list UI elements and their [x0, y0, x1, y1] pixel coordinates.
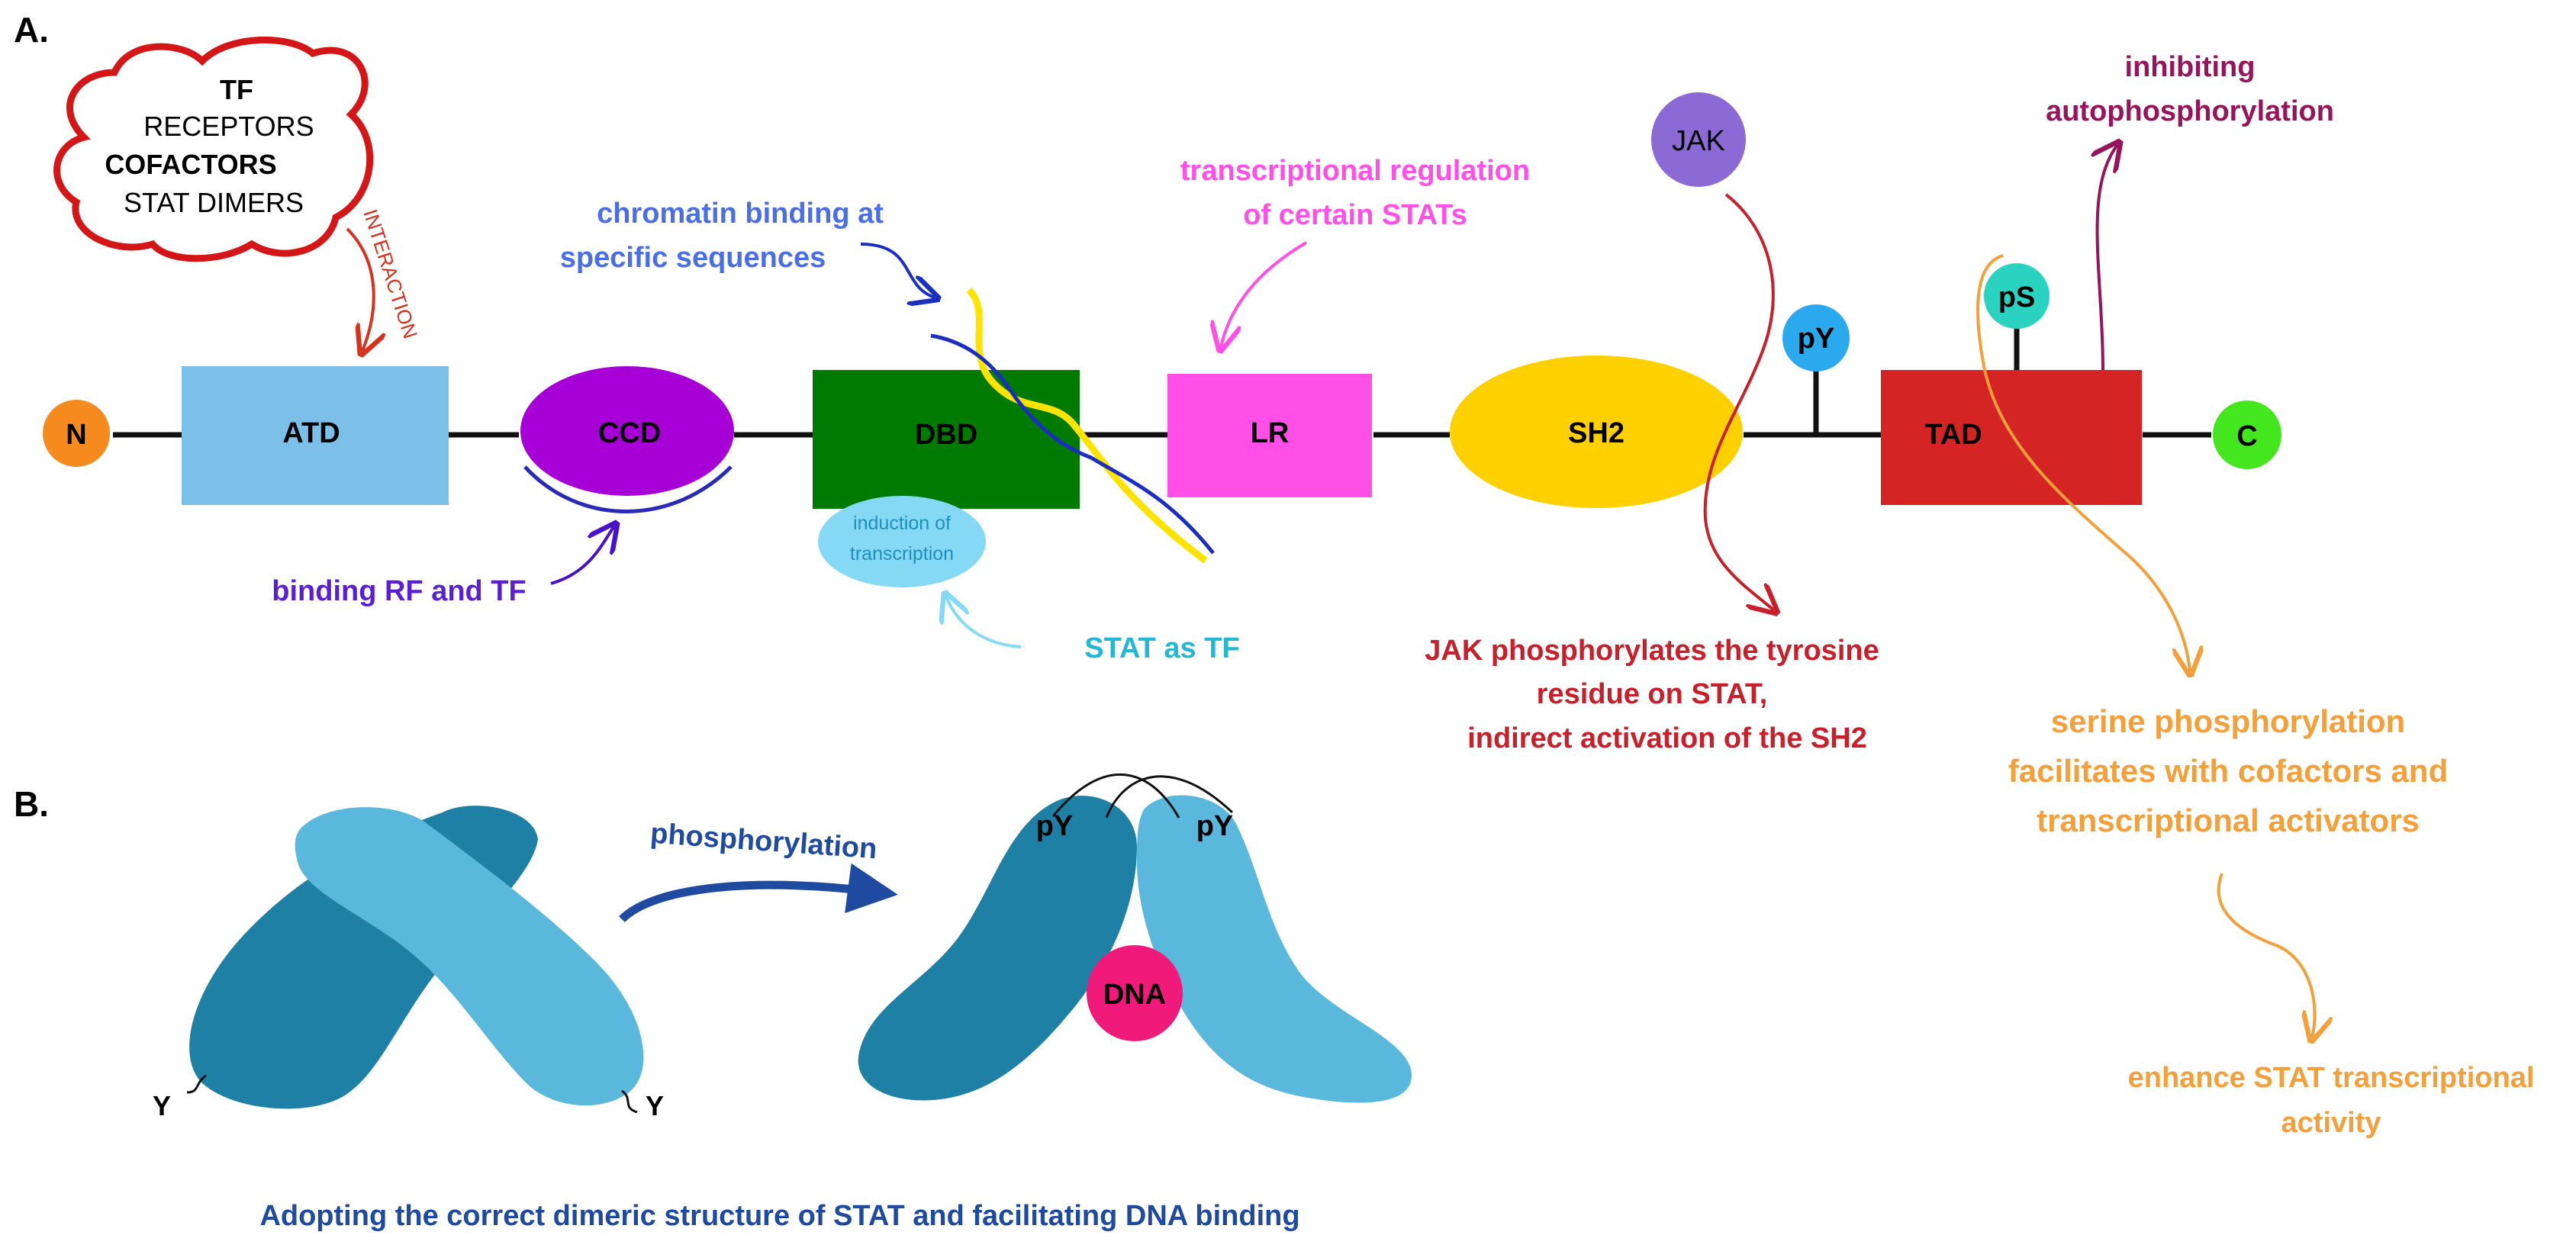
- ccd-label: CCD: [598, 417, 661, 449]
- phospho-bond-2: [1051, 773, 1180, 819]
- interaction-label: INTERACTION: [359, 207, 422, 342]
- jak-phosphorylation-text: residue on STAT,: [1537, 678, 1768, 710]
- binding-rf-tf-text: binding RF and TF: [272, 575, 526, 607]
- dna-label: DNA: [1103, 979, 1166, 1011]
- tad-domain: [1881, 370, 2142, 505]
- stat-as-tf-arrow: [946, 597, 1022, 648]
- enhance-text: enhance STAT transcriptional: [2128, 1062, 2535, 1094]
- enhance-text: activity: [2281, 1107, 2381, 1139]
- ccd-domain: [520, 366, 734, 496]
- n-terminus-label: N: [66, 419, 86, 451]
- panel-label-b: B.: [14, 784, 49, 824]
- jak-label: JAK: [1672, 125, 1725, 157]
- phosphorylation-arrow: [619, 863, 898, 923]
- c-terminus-label: C: [2236, 420, 2257, 452]
- ccd-binding-arc: [523, 465, 733, 513]
- tad-label: TAD: [1924, 419, 1982, 451]
- y-residue-left: Y: [153, 1090, 171, 1121]
- dna-strand-yellow: [966, 287, 1208, 564]
- y-tail-right: [621, 1089, 638, 1114]
- induction-line-1: induction of: [853, 513, 951, 534]
- dna-circle: [1087, 945, 1183, 1041]
- jak-phosphorylation-curve: [1703, 193, 1774, 610]
- jak-phosphorylation-text: indirect activation of the SH2: [1467, 722, 1867, 754]
- inhibit-arrow: [2098, 145, 2117, 371]
- y-tail-left: [186, 1074, 207, 1094]
- stat-dimer-dark: [858, 796, 1137, 1101]
- ps-label: pS: [1998, 281, 2036, 314]
- cloud-line-receptors: RECEPTORS: [143, 111, 314, 142]
- stat-as-tf-text: STAT as TF: [1084, 632, 1239, 664]
- dbd-domain: [813, 370, 1080, 509]
- serine-phosphorylation-text: transcriptional activators: [2037, 803, 2420, 838]
- panel-label-a: A.: [14, 10, 49, 50]
- interaction-partners-cloud: [53, 36, 374, 262]
- induction-ellipse: [818, 496, 986, 587]
- n-terminus: [43, 400, 110, 467]
- stat-dimer-light: [1137, 795, 1412, 1103]
- phospho-bond-1: [1105, 775, 1234, 819]
- chromatin-binding-arrow: [860, 243, 935, 298]
- lr-domain: [1167, 374, 1372, 497]
- chromatin-binding-text: specific sequences: [560, 242, 826, 274]
- cloud-line-tf: TF: [220, 74, 253, 105]
- lr-regulation-text: of certain STATs: [1243, 199, 1467, 231]
- panel-b-caption: Adopting the correct dimeric structure o…: [259, 1200, 1299, 1232]
- phosphorylation-label: phosphorylation: [649, 818, 878, 866]
- py-circle: [1782, 304, 1850, 372]
- ps-circle: [1984, 263, 2050, 329]
- inhibit-text: inhibiting: [2125, 51, 2256, 83]
- interaction-arrow: [346, 227, 374, 351]
- induction-line-2: transcription: [850, 543, 954, 564]
- lr-regulation-text: transcriptional regulation: [1180, 155, 1530, 187]
- lr-regulation-arrow: [1221, 241, 1308, 347]
- py-label: pY: [1798, 323, 1835, 355]
- cloud-line-stat-dimers: STAT DIMERS: [124, 187, 304, 218]
- dimer-py-right: pY: [1196, 810, 1234, 842]
- serine-phosphorylation-curve: [1976, 254, 2190, 671]
- atd-label: ATD: [282, 417, 340, 449]
- inhibit-text: autophosphorylation: [2046, 95, 2334, 127]
- cloud-line-cofactors: COFACTORS: [105, 149, 276, 180]
- jak-phosphorylation-text: JAK phosphorylates the tyrosine: [1425, 635, 1879, 667]
- lr-label: LR: [1251, 417, 1290, 449]
- serine-phosphorylation-text: serine phosphorylation: [2051, 703, 2405, 739]
- stat-monomer-light: [295, 807, 644, 1106]
- atd-domain: [182, 366, 449, 505]
- c-terminus: [2213, 400, 2281, 469]
- sh2-label: SH2: [1568, 417, 1624, 449]
- serine-phosphorylation-text: facilitates with cofactors and: [2008, 753, 2448, 789]
- dimer-py-left: pY: [1036, 810, 1074, 842]
- binding-rf-tf-arrow: [550, 526, 614, 585]
- jak-circle: [1651, 92, 1746, 187]
- chromatin-binding-text: chromatin binding at: [597, 198, 884, 230]
- enhance-arrow: [2217, 873, 2315, 1037]
- sh2-domain: [1450, 355, 1743, 508]
- dna-strand-blue: [930, 333, 1215, 555]
- y-residue-right: Y: [646, 1090, 664, 1121]
- dbd-label: DBD: [915, 419, 977, 451]
